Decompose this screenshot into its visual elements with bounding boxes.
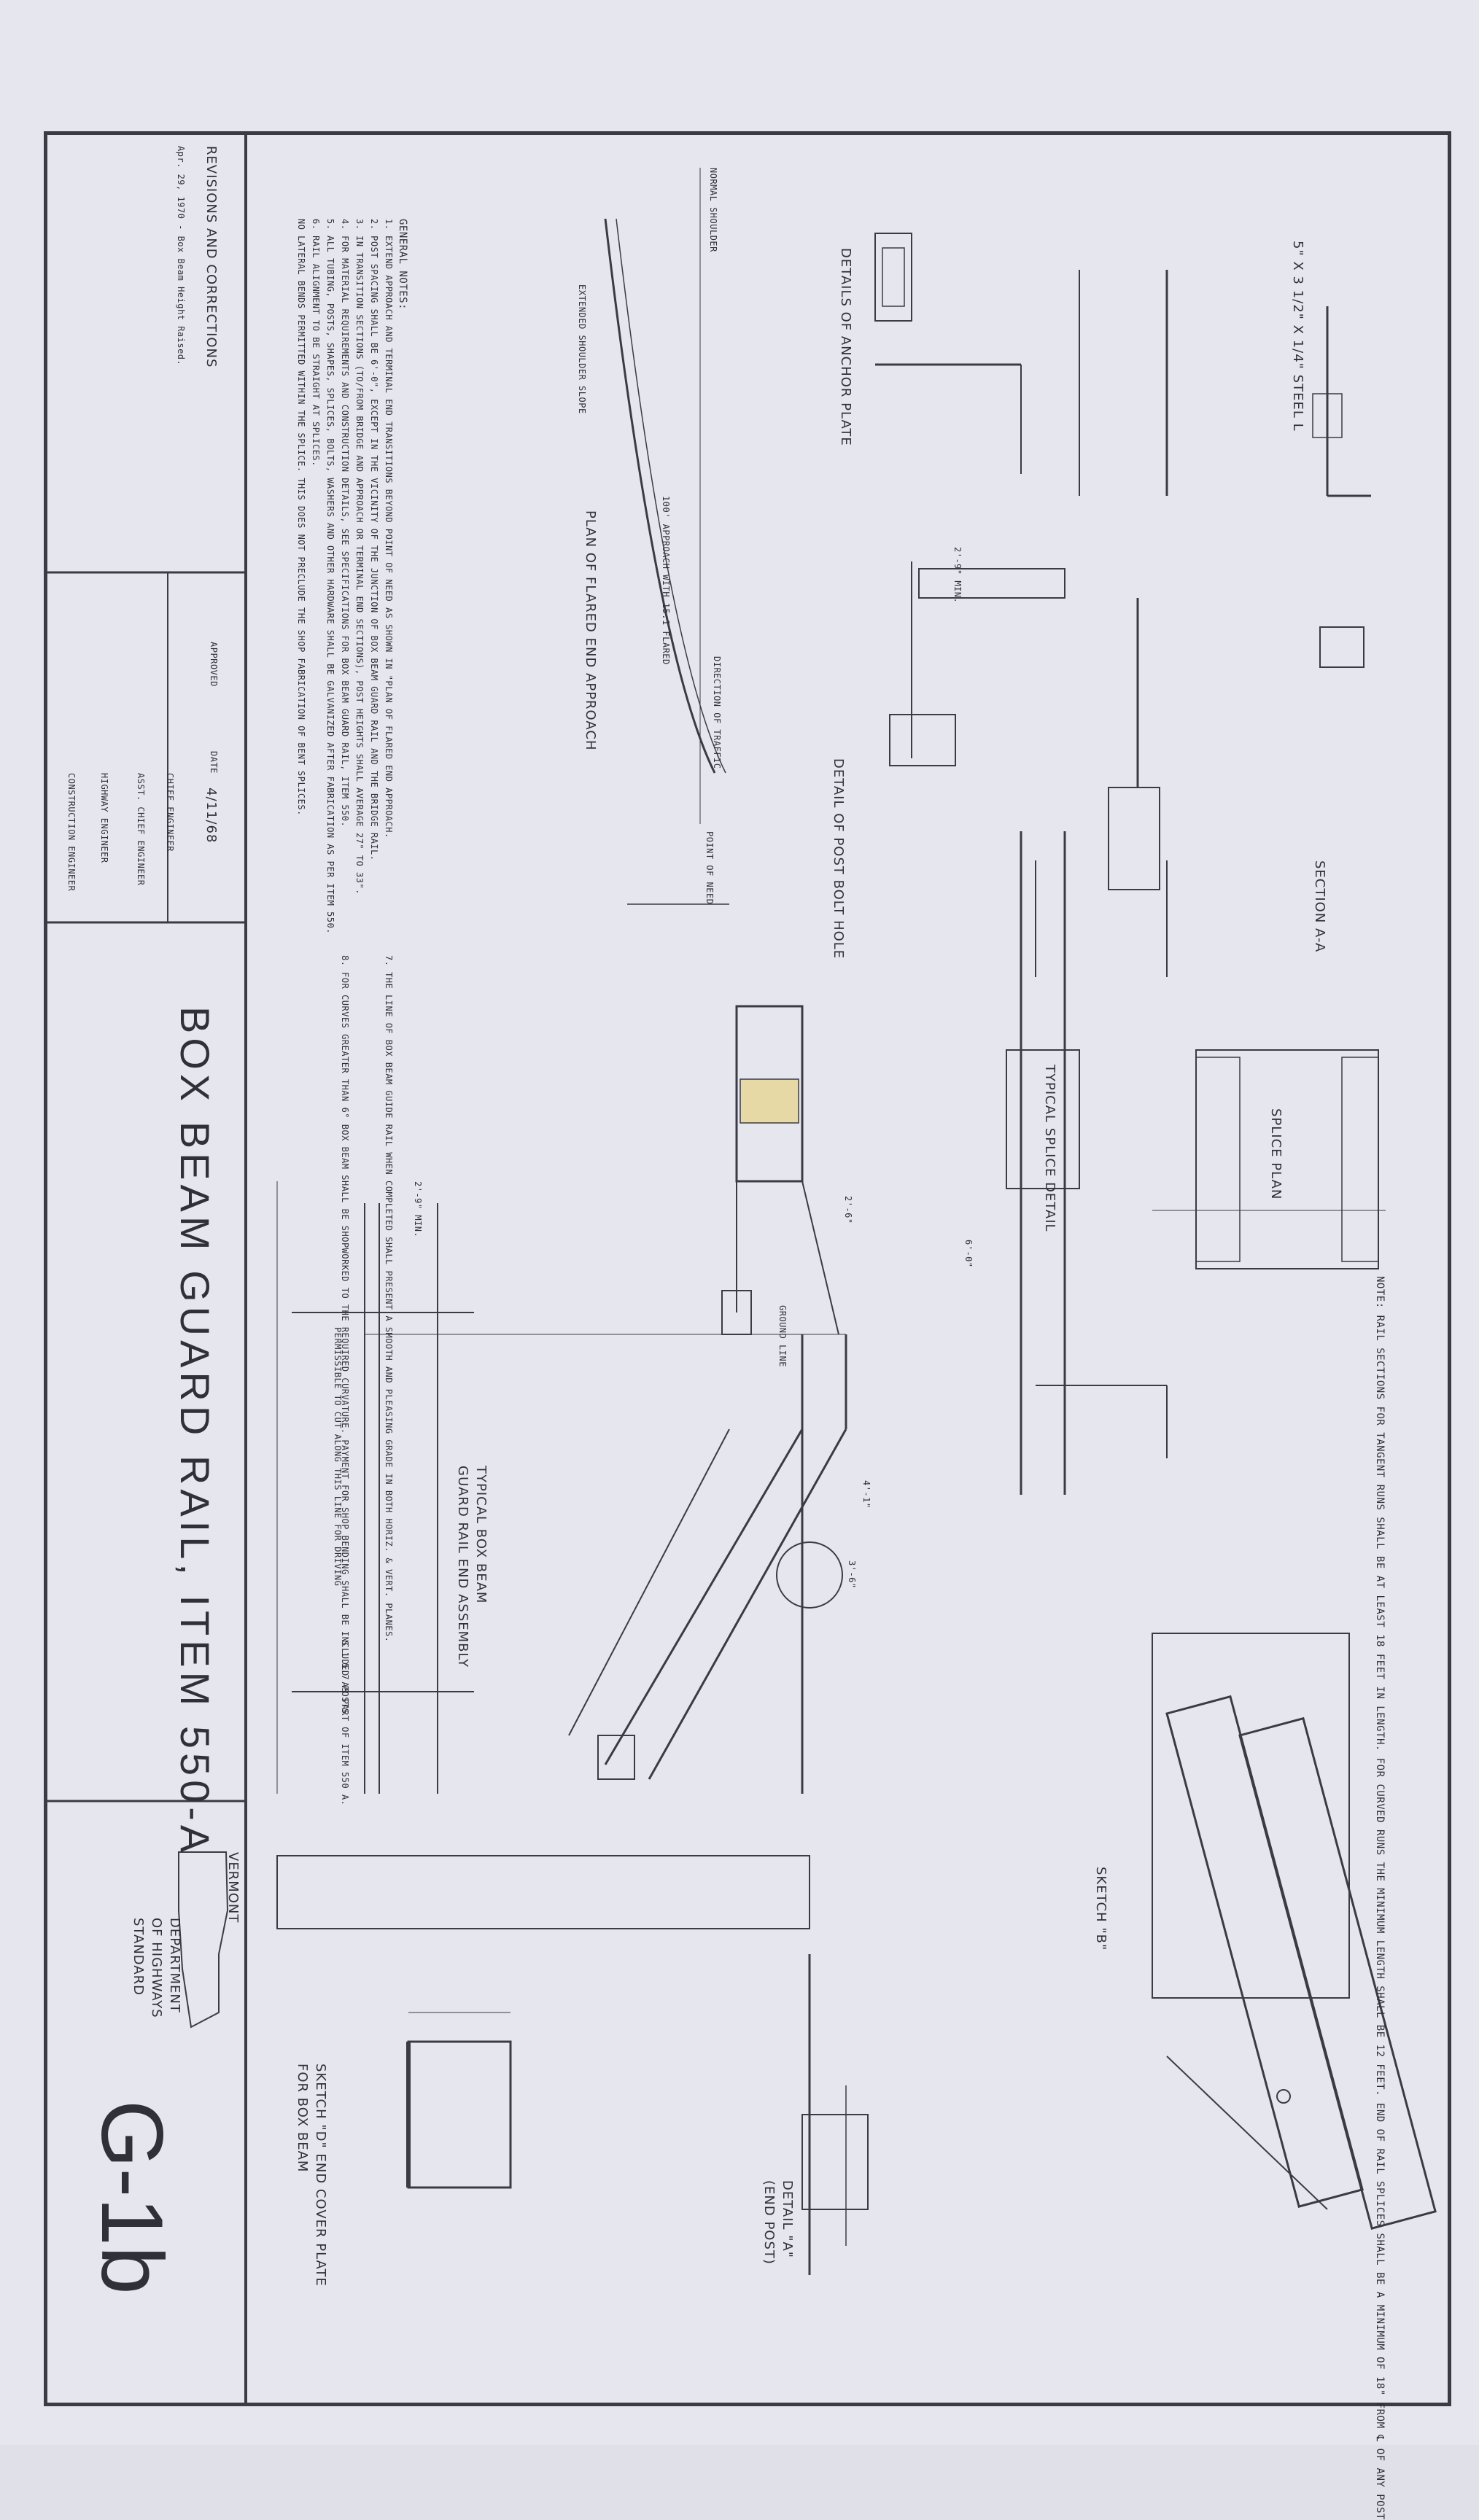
- drawing-linework: [47, 168, 1437, 2275]
- rail-sections-note: NOTE: RAIL SECTIONS FOR TANGENT RUNS SHA…: [1374, 1276, 1386, 2520]
- standard-label: STANDARD: [131, 1918, 146, 1996]
- dim-3-6: 3'-6": [847, 1560, 857, 1589]
- splice-plan-title: SPLICE PLAN: [1268, 1108, 1284, 1200]
- asst-chief-engineer-label: ASST. CHIEF ENGINEER: [136, 773, 146, 886]
- direction-of-traffic-label: DIRECTION OF TRAFFIC: [712, 656, 722, 769]
- general-note-4: 4. FOR MATERIAL REQUIREMENTS AND CONSTRU…: [340, 219, 350, 828]
- posts-label: S 1 5.7 POSTS: [340, 1641, 350, 1714]
- approach-label: 100' APPROACH WITH 15:1 FLARED: [661, 496, 671, 665]
- end-assembly-title-2: GUARD RAIL END ASSEMBLY: [455, 1466, 470, 1668]
- general-notes-heading: GENERAL NOTES:: [397, 219, 408, 311]
- dim-6-0: 6'-0": [963, 1240, 974, 1268]
- revisions-header: REVISIONS AND CORRECTIONS: [203, 146, 219, 368]
- general-note-6: 6. RAIL ALIGNMENT TO BE STRAIGHT AT SPLI…: [311, 219, 321, 467]
- sketch-b-title: SKETCH "B": [1093, 1867, 1109, 1951]
- normal-shoulder-label: NORMAL SHOULDER: [708, 168, 718, 252]
- sheet-number: G-1b: [83, 2100, 181, 2295]
- anchor-plate-title: DETAILS OF ANCHOR PLATE: [838, 248, 853, 446]
- permissible-cut-label: PERMISSIBLE TO CUT ALONG THIS LINE FOR D…: [333, 1327, 343, 1587]
- sketch-d-subtitle: FOR BOX BEAM: [295, 2064, 310, 2173]
- dim-2-6: 2'-6": [843, 1196, 853, 1224]
- general-note-6b: NO LATERAL BENDS PERMITTED WITHIN THE SP…: [296, 219, 306, 816]
- extended-shoulder-label: EXTENDED SHOULDER SLOPE: [577, 284, 587, 414]
- general-note-5: 5. ALL TUBING, POSTS, SHAPES, SPLICES, B…: [325, 219, 335, 935]
- detail-a-title: DETAIL "A": [780, 2180, 795, 2259]
- steel-l-title: 5" X 3 1/2" X 1/4" STEEL L: [1290, 241, 1305, 432]
- general-note-3: 3. IN TRANSITION SECTIONS (TO/FROM BRIDG…: [354, 219, 365, 895]
- general-note-1: 1. EXTEND APPROACH AND TERMINAL END TRAN…: [384, 219, 394, 839]
- vermont-outline-icon: [178, 1851, 229, 2029]
- title-strip-divider: [244, 135, 1448, 2403]
- sheet-border: [44, 131, 1451, 2406]
- dim-2-9-min: 2'-9" MIN.: [952, 547, 963, 604]
- highway-engineer-label: HIGHWAY ENGINEER: [99, 773, 109, 863]
- drawing-sheet: REVISIONS AND CORRECTIONS Apr. 29, 1970 …: [44, 131, 1451, 2520]
- state-name: VERMONT: [225, 1852, 241, 1924]
- of-highways-label: OF HIGHWAYS: [149, 1918, 164, 2018]
- ground-line-label: GROUND LINE: [777, 1305, 788, 1367]
- date-value: 4/11/68: [203, 788, 219, 844]
- revisions-entry: Apr. 29, 1970 - Box Beam Height Raised.: [176, 146, 186, 366]
- dim-2-9-min-lower: 2'-9" MIN.: [413, 1181, 423, 1238]
- drawing-title: BOX BEAM GUARD RAIL, ITEM 550-A: [172, 1006, 218, 1857]
- section-aa-title: SECTION A-A: [1312, 860, 1327, 953]
- post-bolt-hole-title: DETAIL OF POST BOLT HOLE: [831, 758, 846, 960]
- sketch-d-title: SKETCH "D" END COVER PLATE: [313, 2064, 328, 2287]
- construction-engineer-label: CONSTRUCTION ENGINEER: [66, 773, 77, 892]
- typical-splice-title: TYPICAL SPLICE DETAIL: [1042, 1065, 1057, 1232]
- approved-label: APPROVED: [209, 642, 219, 687]
- general-note-7: 7. THE LINE OF BOX BEAM GUIDE RAIL WHEN …: [384, 955, 394, 1643]
- date-label: DATE: [209, 751, 219, 774]
- detail-a-subtitle: (END POST): [761, 2180, 777, 2265]
- point-of-need-label: POINT OF NEED: [704, 831, 715, 905]
- dim-4-1: 4'-1": [861, 1480, 872, 1509]
- general-note-2: 2. POST SPACING SHALL BE 6'-0", EXCEPT I…: [369, 219, 379, 861]
- chief-engineer-label: CHIEF ENGINEER: [165, 773, 175, 852]
- flared-approach-title: PLAN OF FLARED END APPROACH: [583, 510, 598, 751]
- end-assembly-title-1: TYPICAL BOX BEAM: [473, 1466, 489, 1604]
- department-label: DEPARTMENT: [167, 1918, 182, 2013]
